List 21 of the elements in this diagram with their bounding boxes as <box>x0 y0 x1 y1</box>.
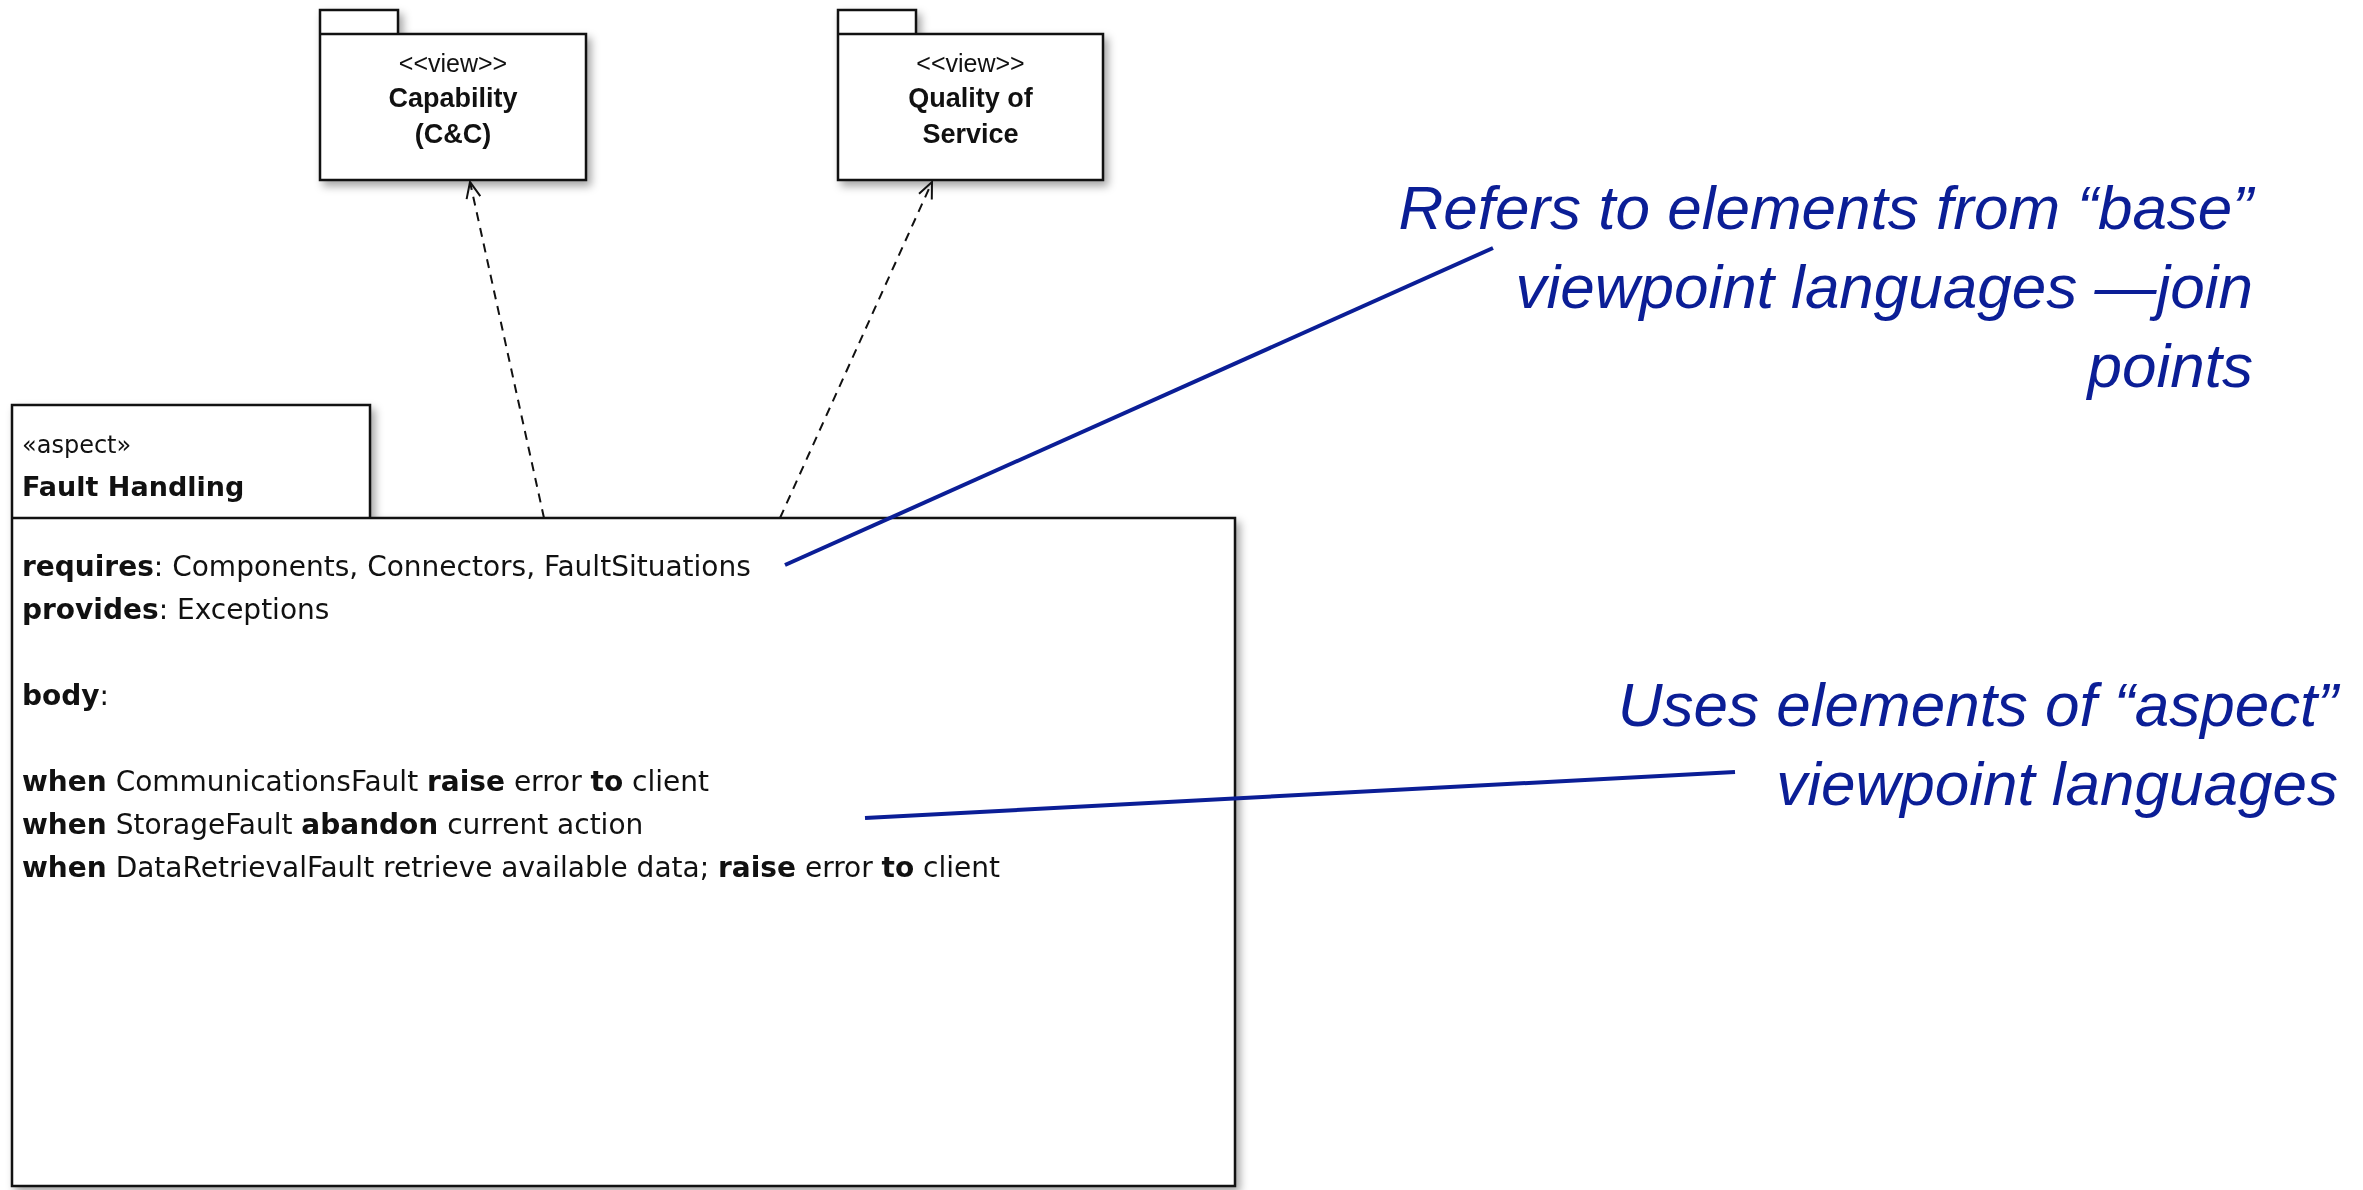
spec-line: when DataRetrievalFault retrieve available data; raise error to client <box>22 850 1001 886</box>
spec-line: requires: Components, Connectors, FaultSituations <box>22 549 751 585</box>
package-name: Fault Handling <box>22 470 246 504</box>
spec-line: body: <box>22 678 109 714</box>
dependency-arrow <box>465 181 545 519</box>
spec-line: when StorageFault abandon current action <box>22 807 644 843</box>
spec-line: when CommunicationsFault raise error to client <box>22 764 709 800</box>
stereotype-label: <<view>> <box>916 48 1025 79</box>
annotation-text: Uses elements of “aspect” viewpoint languages <box>1616 669 2338 820</box>
package-name: Quality of Service <box>907 82 1034 151</box>
spec-line: provides: Exceptions <box>22 592 330 628</box>
aspect-package <box>12 405 1235 1186</box>
view-package <box>320 10 586 180</box>
leader-line <box>784 246 1494 567</box>
dependency-arrow <box>779 181 933 519</box>
leader-line <box>864 770 1736 820</box>
stereotype-label: «aspect» <box>22 430 133 461</box>
view-package <box>838 10 1103 180</box>
package-name: Capability (C&C) <box>387 82 519 151</box>
annotation-text: Refers to elements from “base” viewpoint languages —join points <box>1397 172 2253 402</box>
stereotype-label: <<view>> <box>398 48 508 79</box>
